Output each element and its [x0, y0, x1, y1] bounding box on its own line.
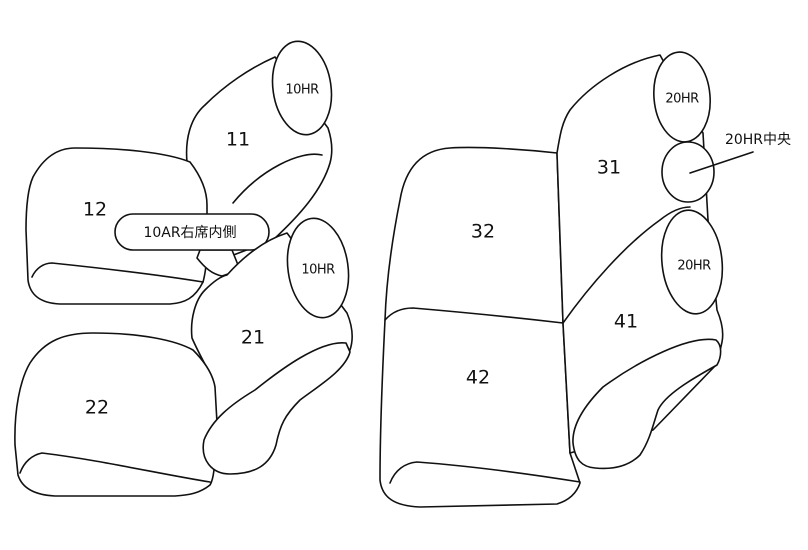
- label-21: 21: [241, 327, 265, 349]
- label-11: 11: [226, 129, 250, 151]
- label-31: 31: [597, 157, 621, 179]
- seat-32-42-outer: [379, 146, 581, 508]
- label-41: 41: [614, 311, 638, 333]
- label-12: 12: [83, 199, 107, 221]
- seat-11-lower-piece: [196, 249, 241, 277]
- headrest-10hr-front: [271, 40, 333, 136]
- label-10hr-front: 10HR: [285, 83, 319, 98]
- label-42: 42: [466, 367, 490, 389]
- seat-42-front-line: [389, 461, 581, 484]
- seat-21-armrest: [202, 342, 351, 475]
- label-32: 32: [471, 221, 495, 243]
- headrest-10hr-second: [286, 217, 350, 319]
- label-20hr-top: 20HR: [665, 92, 699, 107]
- seat-22-front-line: [19, 452, 211, 483]
- seat-12-front-line: [31, 262, 204, 283]
- label-10ar: 10AR右席内側: [143, 225, 236, 241]
- label-10hr-second: 10HR: [301, 263, 335, 278]
- seat-cushion-22: [14, 332, 218, 497]
- seat-32-42-divider: [384, 307, 564, 324]
- armrest-10ar: [114, 213, 270, 251]
- label-22: 22: [85, 397, 109, 419]
- seat-11-armrest-line: [232, 153, 323, 204]
- headrest-20hr-bottom: [660, 209, 724, 315]
- headrest-20hr-center: [661, 141, 715, 203]
- seat-41-armrest: [572, 338, 722, 470]
- label-20hr-bottom: 20HR: [677, 259, 711, 274]
- label-20hr-center: 20HR中央: [725, 132, 791, 148]
- leader-line: [689, 151, 754, 174]
- seat-31-41-divider: [562, 206, 691, 324]
